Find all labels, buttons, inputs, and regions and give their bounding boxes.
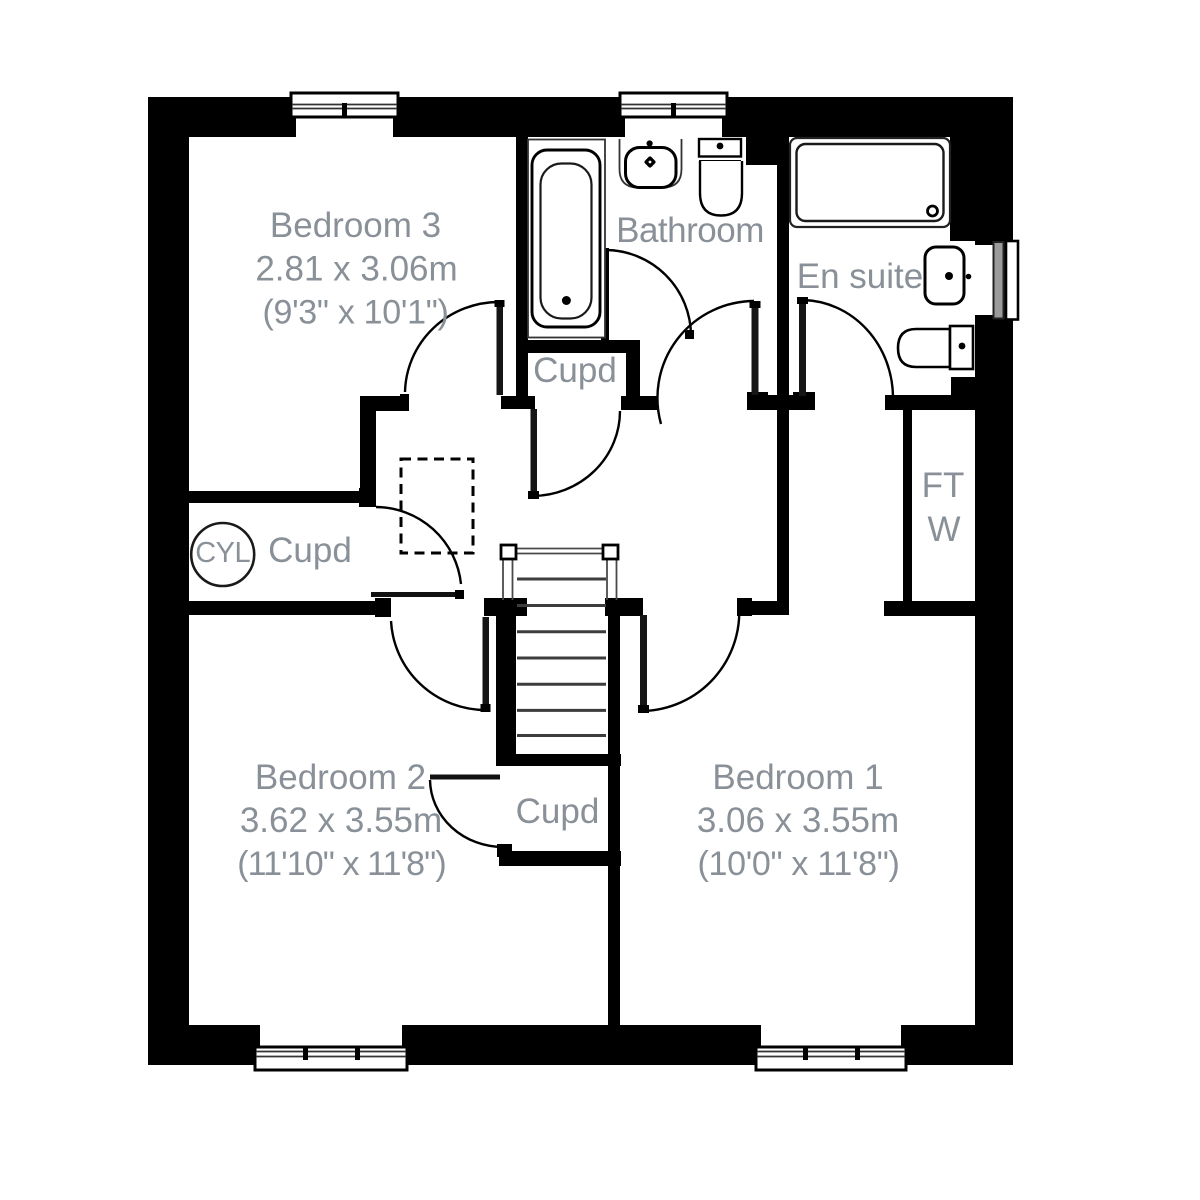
svg-text:CYL: CYL — [195, 537, 250, 569]
svg-text:(11'10" x 11'8"): (11'10" x 11'8") — [237, 845, 446, 883]
svg-text:(10'0" x 11'8"): (10'0" x 11'8") — [697, 845, 899, 883]
svg-text:Bedroom 3: Bedroom 3 — [270, 206, 441, 245]
svg-text:Cupd: Cupd — [516, 792, 600, 831]
svg-text:Cupd: Cupd — [533, 351, 617, 390]
svg-text:2.81 x 3.06m: 2.81 x 3.06m — [255, 250, 457, 289]
svg-text:3.06 x 3.55m: 3.06 x 3.55m — [697, 801, 899, 840]
svg-text:3.62 x 3.55m: 3.62 x 3.55m — [240, 801, 442, 840]
svg-text:Bathroom: Bathroom — [616, 211, 764, 250]
svg-text:(9'3" x 10'1"): (9'3" x 10'1") — [262, 294, 448, 332]
svg-text:Bedroom 2: Bedroom 2 — [255, 758, 426, 797]
svg-text:Bedroom 1: Bedroom 1 — [712, 758, 883, 797]
svg-text:Cupd: Cupd — [268, 531, 352, 570]
svg-text:W: W — [927, 510, 960, 549]
svg-text:FT: FT — [922, 466, 965, 505]
svg-text:En suite: En suite — [797, 257, 923, 296]
